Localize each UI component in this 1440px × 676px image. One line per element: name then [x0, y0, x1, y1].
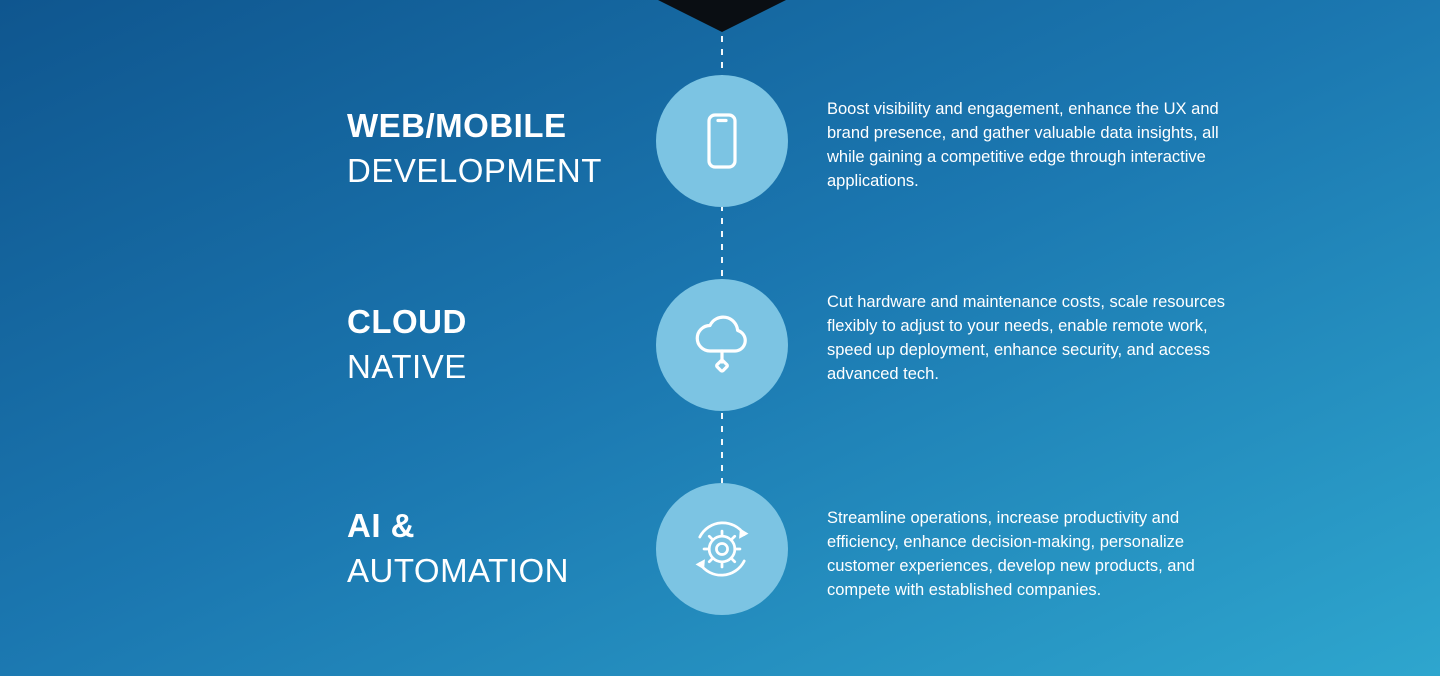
icon-circle-web-mobile	[656, 75, 788, 207]
section-description-ai-automation: Streamline operations, increase producti…	[827, 509, 1195, 599]
section-title-cloud-native: CLOUD NATIVE	[347, 299, 467, 389]
section-title-ai-automation: AI & AUTOMATION	[347, 503, 569, 593]
title-line-light: DEVELOPMENT	[347, 152, 602, 189]
section-description-web-mobile: Boost visibility and engagement, enhance…	[827, 100, 1219, 190]
smartphone-icon	[707, 113, 737, 169]
title-line-bold: WEB/MOBILE	[347, 107, 567, 144]
section-description-cloud-native: Cut hardware and maintenance costs, scal…	[827, 293, 1226, 383]
title-line-light: NATIVE	[347, 348, 467, 385]
title-line-light: AUTOMATION	[347, 552, 569, 589]
automation-gear-icon	[695, 521, 749, 577]
title-line-bold: AI &	[347, 507, 415, 544]
down-chevron	[658, 0, 786, 32]
section-title-web-mobile: WEB/MOBILE DEVELOPMENT	[347, 103, 602, 193]
title-line-bold: CLOUD	[347, 303, 467, 340]
cloud-native-icon	[695, 315, 747, 373]
icon-circle-ai-automation	[656, 483, 788, 615]
icon-circle-cloud-native	[656, 279, 788, 411]
